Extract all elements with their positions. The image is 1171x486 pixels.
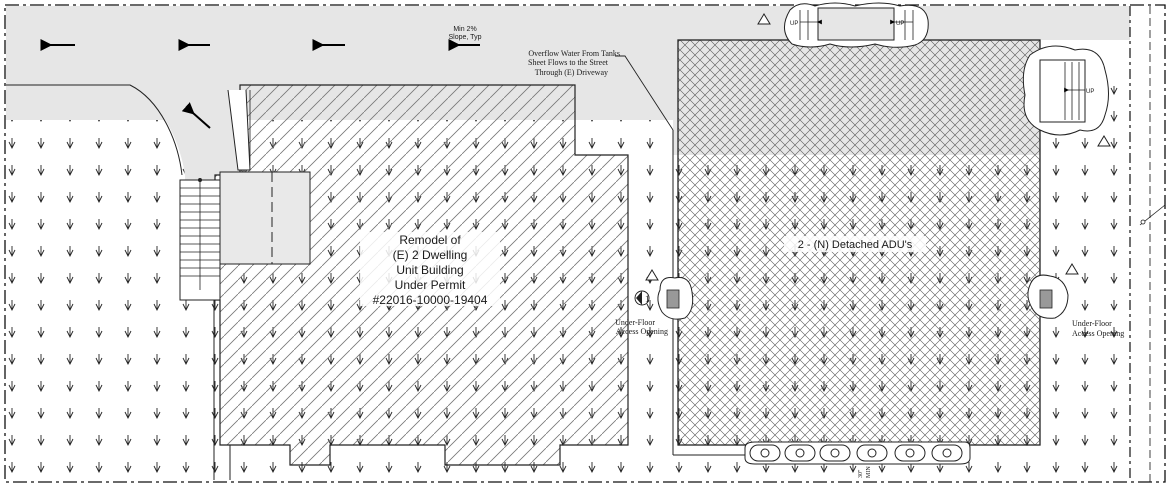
building-label-line5: #22016-10000-19404 xyxy=(373,293,488,307)
north-tick-dot xyxy=(1140,219,1146,225)
access-right-line2: Access Opening xyxy=(1072,329,1124,338)
right-stair xyxy=(1022,45,1109,136)
revision-mark: 1 xyxy=(645,294,650,304)
adu-label: 2 - (N) Detached ADU's xyxy=(784,236,926,252)
overflow-note-line2: Sheet Flows to the Street xyxy=(528,58,609,67)
access-opening-left xyxy=(657,277,694,320)
water-tanks xyxy=(744,441,971,465)
top-stair xyxy=(784,2,929,48)
overflow-note-line1: Overflow Water From Tanks xyxy=(528,49,620,58)
tank-clearance-line2: MIN xyxy=(866,466,872,478)
building-label-line3: Unit Building xyxy=(396,263,463,277)
driveway-curb xyxy=(6,84,183,176)
side-walkway xyxy=(227,89,251,171)
section-marker: 1 xyxy=(634,290,650,306)
slope-note-line2: Slope, Typ xyxy=(449,34,482,41)
up-label-right: UP xyxy=(1086,89,1094,95)
adu-label-text: 2 - (N) Detached ADU's xyxy=(798,239,913,251)
access-left-line1: Under-Floor xyxy=(615,318,655,327)
up-label-top-right: UP xyxy=(896,21,904,27)
access-opening-right xyxy=(1027,274,1069,319)
front-stairs xyxy=(179,178,221,301)
overflow-note-line3: Through (E) Driveway xyxy=(535,68,608,77)
overflow-leader xyxy=(615,55,674,131)
property-line xyxy=(4,4,1166,483)
building-label-line1: Remodel of xyxy=(399,233,461,247)
building-label-line4: Under Permit xyxy=(395,278,466,292)
driveway-left xyxy=(6,85,240,300)
tank-clearance-line1: 30" xyxy=(858,469,864,478)
flow-arrows xyxy=(40,39,480,129)
front-porch xyxy=(219,171,311,265)
slope-note-line1: Min 2% xyxy=(453,26,476,33)
access-right-line1: Under-Floor xyxy=(1072,319,1112,328)
up-label-top-left: UP xyxy=(790,21,798,27)
existing-building-label: Remodel of (E) 2 Dwelling Unit Building … xyxy=(360,232,500,307)
building-label-line2: (E) 2 Dwelling xyxy=(393,248,468,262)
revision-triangles xyxy=(645,13,1111,281)
access-left-line2: Access Opening xyxy=(616,327,668,336)
